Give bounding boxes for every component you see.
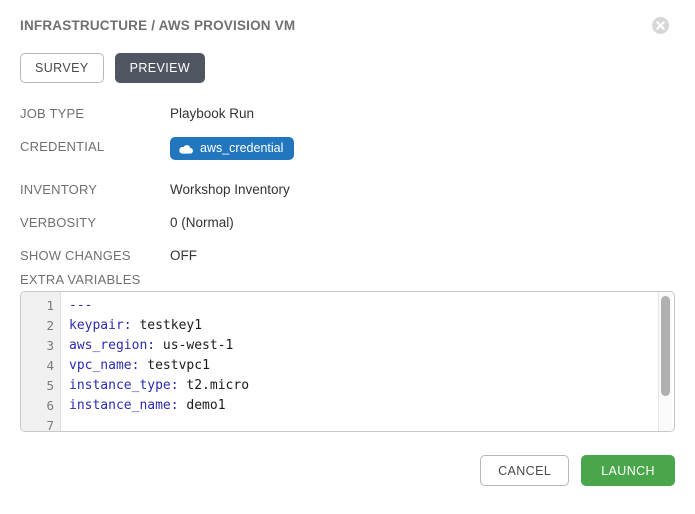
code-line-value: testvpc1	[139, 358, 210, 373]
detail-row-credential: CREDENTIAL aws_credential	[20, 137, 580, 160]
code-line-key: vpc_name:	[69, 358, 140, 373]
code-line-value: t2.micro	[178, 378, 250, 393]
inventory-value: Workshop Inventory	[170, 182, 290, 197]
line-number: 1	[46, 298, 54, 313]
code-line: ---	[69, 296, 674, 316]
code-line-value: demo1	[178, 398, 226, 413]
close-icon[interactable]	[652, 17, 669, 34]
editor-code-area[interactable]: --- keypair: testkey1 aws_region: us-wes…	[61, 292, 674, 431]
credential-value: aws_credential	[170, 137, 295, 160]
line-number: 5	[46, 378, 54, 393]
detail-row-job-type: JOB TYPE Playbook Run	[20, 104, 580, 123]
extra-variables-editor[interactable]: 1 2 3 4 5 6 7 --- keypair: testkey1 aws_…	[20, 291, 675, 432]
cloud-icon	[179, 144, 193, 154]
job-details: JOB TYPE Playbook Run CREDENTIAL aws_cre…	[20, 104, 580, 279]
detail-row-show-changes: SHOW CHANGES OFF	[20, 246, 580, 265]
tab-survey[interactable]: SURVEY	[20, 53, 104, 83]
launch-button[interactable]: LAUNCH	[581, 455, 675, 486]
editor-scrollbar-thumb[interactable]	[661, 296, 670, 396]
credential-label: CREDENTIAL	[20, 139, 105, 154]
line-number: 3	[46, 338, 54, 353]
inventory-label: INVENTORY	[20, 182, 98, 197]
credential-badge[interactable]: aws_credential	[170, 137, 295, 160]
detail-row-verbosity: VERBOSITY 0 (Normal)	[20, 213, 580, 232]
editor-line-numbers: 1 2 3 4 5 6 7	[21, 292, 61, 431]
code-line-key: keypair:	[69, 318, 132, 333]
cancel-button[interactable]: CANCEL	[480, 455, 570, 486]
code-line-key: ---	[69, 298, 93, 313]
code-line-key: instance_name:	[69, 398, 179, 413]
dialog-footer: CANCEL LAUNCH	[480, 455, 675, 486]
code-line: keypair: testkey1	[69, 316, 674, 336]
page-title: INFRASTRUCTURE / AWS PROVISION VM	[20, 18, 296, 33]
line-number: 4	[46, 358, 54, 373]
editor-scrollbar[interactable]	[658, 292, 672, 431]
code-line: aws_region: us-west-1	[69, 336, 674, 356]
detail-row-inventory: INVENTORY Workshop Inventory	[20, 180, 580, 199]
job-type-value: Playbook Run	[170, 106, 255, 121]
show-changes-label: SHOW CHANGES	[20, 248, 131, 263]
code-line-key: instance_type:	[69, 378, 179, 393]
extra-variables-label: EXTRA VARIABLES	[20, 272, 141, 287]
tab-preview[interactable]: PREVIEW	[114, 53, 206, 83]
line-number: 2	[46, 318, 54, 333]
line-number: 7	[46, 418, 54, 432]
show-changes-value: OFF	[170, 248, 197, 263]
code-line: instance_name: demo1	[69, 396, 674, 416]
verbosity-label: VERBOSITY	[20, 215, 97, 230]
line-number: 6	[46, 398, 54, 413]
code-line: vpc_name: testvpc1	[69, 356, 674, 376]
code-line-key: aws_region:	[69, 338, 156, 353]
code-line-value: us-west-1	[155, 338, 234, 353]
code-line: instance_type: t2.micro	[69, 376, 674, 396]
job-type-label: JOB TYPE	[20, 106, 85, 121]
credential-badge-label: aws_credential	[200, 141, 284, 155]
verbosity-value: 0 (Normal)	[170, 215, 234, 230]
code-line-value: testkey1	[131, 318, 203, 333]
dialog-header: INFRASTRUCTURE / AWS PROVISION VM	[20, 15, 675, 37]
tab-group: SURVEY PREVIEW	[20, 53, 206, 83]
